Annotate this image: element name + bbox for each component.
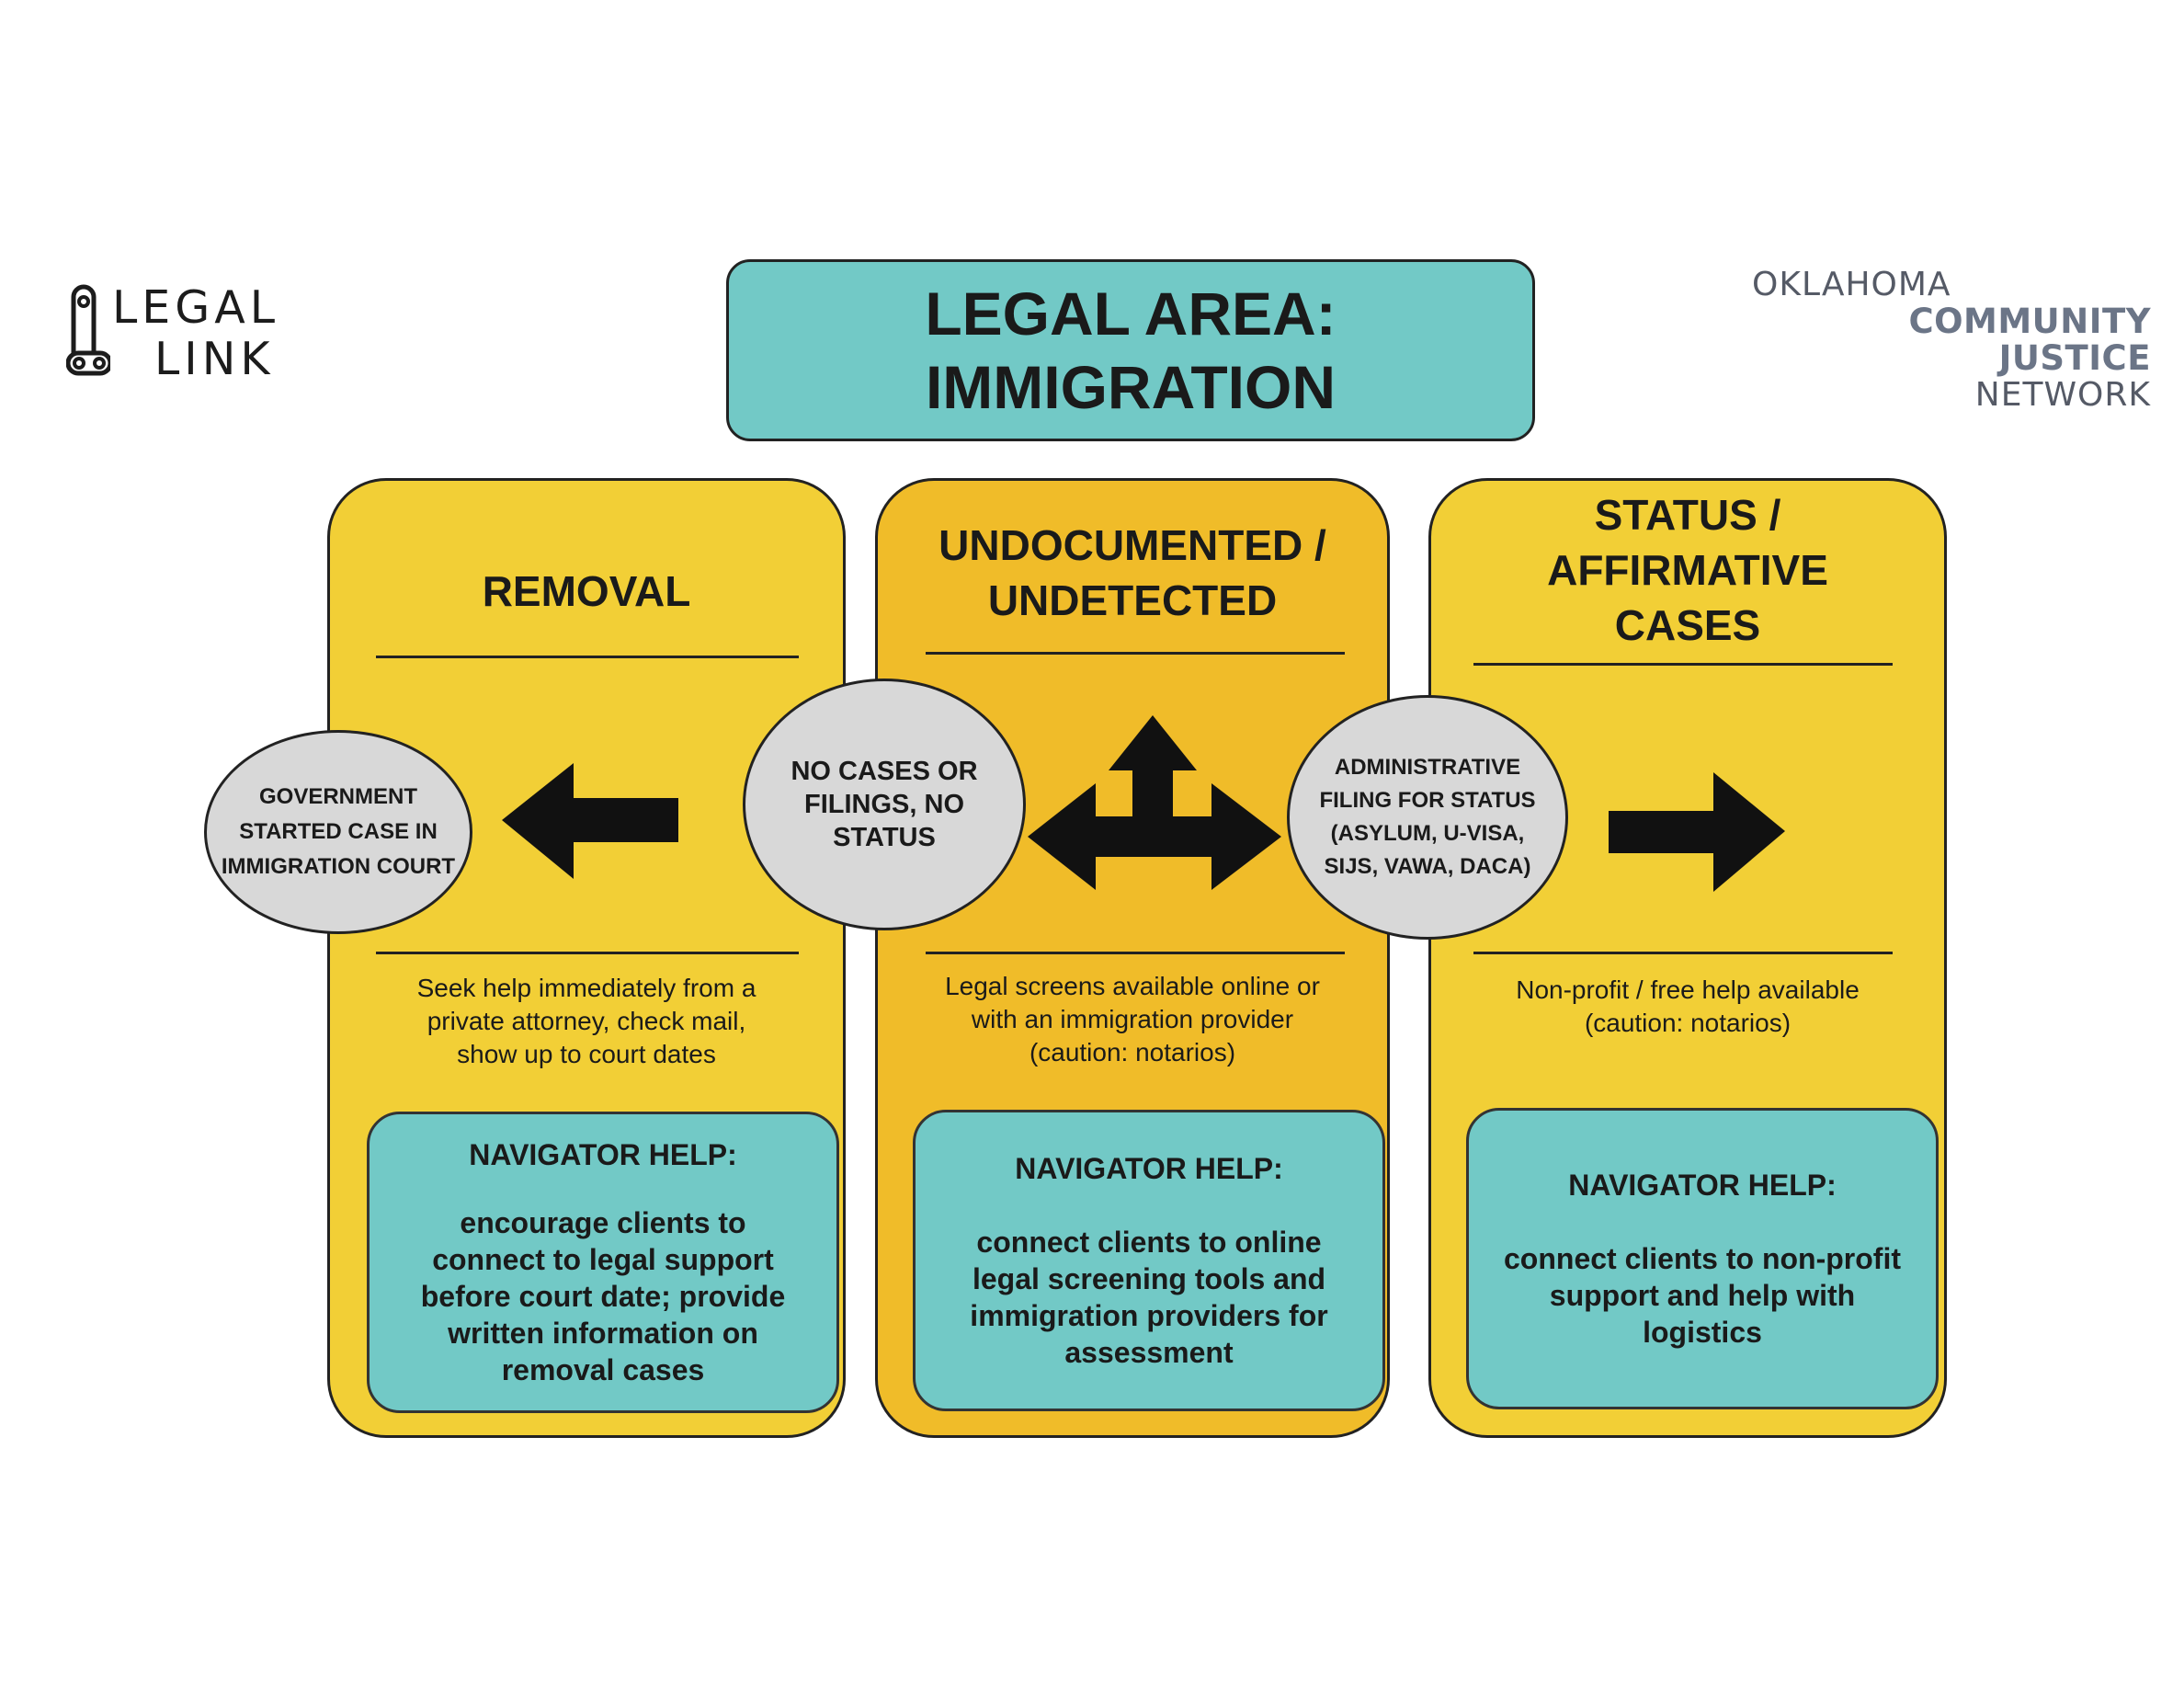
navigator-help-line: before court date; provide bbox=[420, 1280, 786, 1313]
title-box: LEGAL AREA: IMMIGRATION bbox=[726, 259, 1535, 441]
circle-line: FILINGS, NO bbox=[804, 790, 964, 819]
heading-divider bbox=[926, 652, 1345, 655]
navigator-help-line: connect clients to online bbox=[976, 1226, 1322, 1259]
legal-link-word-2: LINK bbox=[154, 333, 275, 385]
title-line-2: IMMIGRATION bbox=[925, 353, 1337, 421]
column-heading: STATUS / AFFIRMATIVE CASES bbox=[1450, 485, 1926, 656]
legal-link-logo: LEGAL LINK bbox=[66, 283, 287, 384]
note-divider bbox=[926, 952, 1345, 954]
column-note: Seek help immediately from a private att… bbox=[348, 972, 825, 1071]
heading-line: UNDOCUMENTED / bbox=[938, 521, 1326, 569]
navigator-help-line: logistics bbox=[1643, 1316, 1762, 1349]
note-line: (caution: notarios) bbox=[1584, 1009, 1792, 1037]
circle-line: GOVERNMENT bbox=[258, 784, 417, 809]
navigator-help-title: NAVIGATOR HELP: bbox=[1015, 1152, 1283, 1185]
circle-line: (ASYLUM, U-VISA, bbox=[1330, 821, 1525, 846]
column-heading: REMOVAL bbox=[348, 518, 825, 665]
navigator-help-line: assessment bbox=[1064, 1336, 1234, 1369]
heading-line: AFFIRMATIVE bbox=[1547, 546, 1828, 594]
column-note: Legal screens available online or with a… bbox=[896, 970, 1369, 1069]
circle-line: SIJS, VAWA, DACA) bbox=[1324, 854, 1531, 879]
note-line: Non-profit / free help available bbox=[1516, 975, 1860, 1004]
note-line: with an immigration provider bbox=[971, 1005, 1294, 1033]
ocjn-line-1: OKLAHOMA bbox=[1752, 266, 1951, 303]
heading-line: REMOVAL bbox=[482, 567, 691, 615]
note-line: private attorney, check mail, bbox=[427, 1007, 746, 1035]
navigator-help-title: NAVIGATOR HELP: bbox=[1568, 1169, 1837, 1202]
heading-divider bbox=[376, 656, 799, 658]
navigator-help-box: NAVIGATOR HELP: encourage clients to con… bbox=[367, 1112, 839, 1413]
note-line: show up to court dates bbox=[457, 1040, 716, 1068]
column-undocumented: UNDOCUMENTED / UNDETECTED Legal screens … bbox=[875, 478, 1390, 1438]
navigator-help-line: connect clients to non-profit bbox=[1504, 1242, 1901, 1275]
navigator-help-box: NAVIGATOR HELP: connect clients to non-p… bbox=[1466, 1108, 1939, 1409]
column-removal: REMOVAL Seek help immediately from a pri… bbox=[327, 478, 846, 1438]
circle-administrative-filing: ADMINISTRATIVE FILING FOR STATUS (ASYLUM… bbox=[1287, 695, 1568, 940]
circle-line: NO CASES OR bbox=[791, 757, 978, 786]
navigator-help-line: legal screening tools and bbox=[972, 1262, 1326, 1295]
title-line-1: LEGAL AREA: bbox=[925, 279, 1337, 348]
heading-line: UNDETECTED bbox=[987, 576, 1278, 624]
ocjn-line-2: COMMUNITY JUSTICE bbox=[1908, 302, 2151, 378]
navigator-help-line: written information on bbox=[448, 1317, 758, 1350]
navigator-help-line: encourage clients to bbox=[460, 1206, 746, 1239]
heading-divider bbox=[1473, 663, 1893, 666]
circle-line: STATUS bbox=[833, 823, 936, 852]
circle-line: STARTED CASE IN bbox=[239, 819, 438, 844]
column-heading: UNDOCUMENTED / UNDETECTED bbox=[896, 499, 1369, 646]
legal-link-logo-icon bbox=[66, 284, 110, 376]
arrow-left-icon bbox=[502, 763, 678, 879]
note-divider bbox=[376, 952, 799, 954]
column-status: STATUS / AFFIRMATIVE CASES Non-profit / … bbox=[1428, 478, 1947, 1438]
heading-line: CASES bbox=[1614, 601, 1761, 649]
arrow-three-way-icon bbox=[1028, 715, 1281, 890]
note-line: (caution: notarios) bbox=[1029, 1038, 1236, 1066]
circle-line: FILING FOR STATUS bbox=[1319, 788, 1536, 813]
column-note: Non-profit / free help available (cautio… bbox=[1450, 974, 1926, 1040]
note-divider bbox=[1473, 952, 1893, 954]
navigator-help-line: support and help with bbox=[1549, 1279, 1856, 1312]
ocjn-logo: OKLAHOMA COMMUNITY JUSTICE NETWORK bbox=[1746, 266, 2151, 414]
circle-government-started-case: GOVERNMENT STARTED CASE IN IMMIGRATION C… bbox=[204, 730, 472, 934]
navigator-help-line: connect to legal support bbox=[432, 1243, 774, 1276]
arrow-right-icon bbox=[1609, 772, 1785, 892]
heading-line: STATUS / bbox=[1594, 491, 1781, 539]
note-line: Legal screens available online or bbox=[945, 972, 1320, 1000]
note-line: Seek help immediately from a bbox=[416, 974, 756, 1002]
legal-link-word-1: LEGAL bbox=[112, 281, 280, 334]
ocjn-line-3: NETWORK bbox=[1974, 376, 2151, 414]
circle-line: ADMINISTRATIVE bbox=[1334, 755, 1521, 780]
navigator-help-title: NAVIGATOR HELP: bbox=[469, 1138, 737, 1171]
circle-line: IMMIGRATION COURT bbox=[221, 854, 456, 879]
navigator-help-box: NAVIGATOR HELP: connect clients to onlin… bbox=[913, 1110, 1385, 1411]
navigator-help-line: removal cases bbox=[501, 1353, 705, 1386]
circle-no-cases: NO CASES OR FILINGS, NO STATUS bbox=[743, 679, 1026, 930]
navigator-help-line: immigration providers for bbox=[970, 1299, 1328, 1332]
